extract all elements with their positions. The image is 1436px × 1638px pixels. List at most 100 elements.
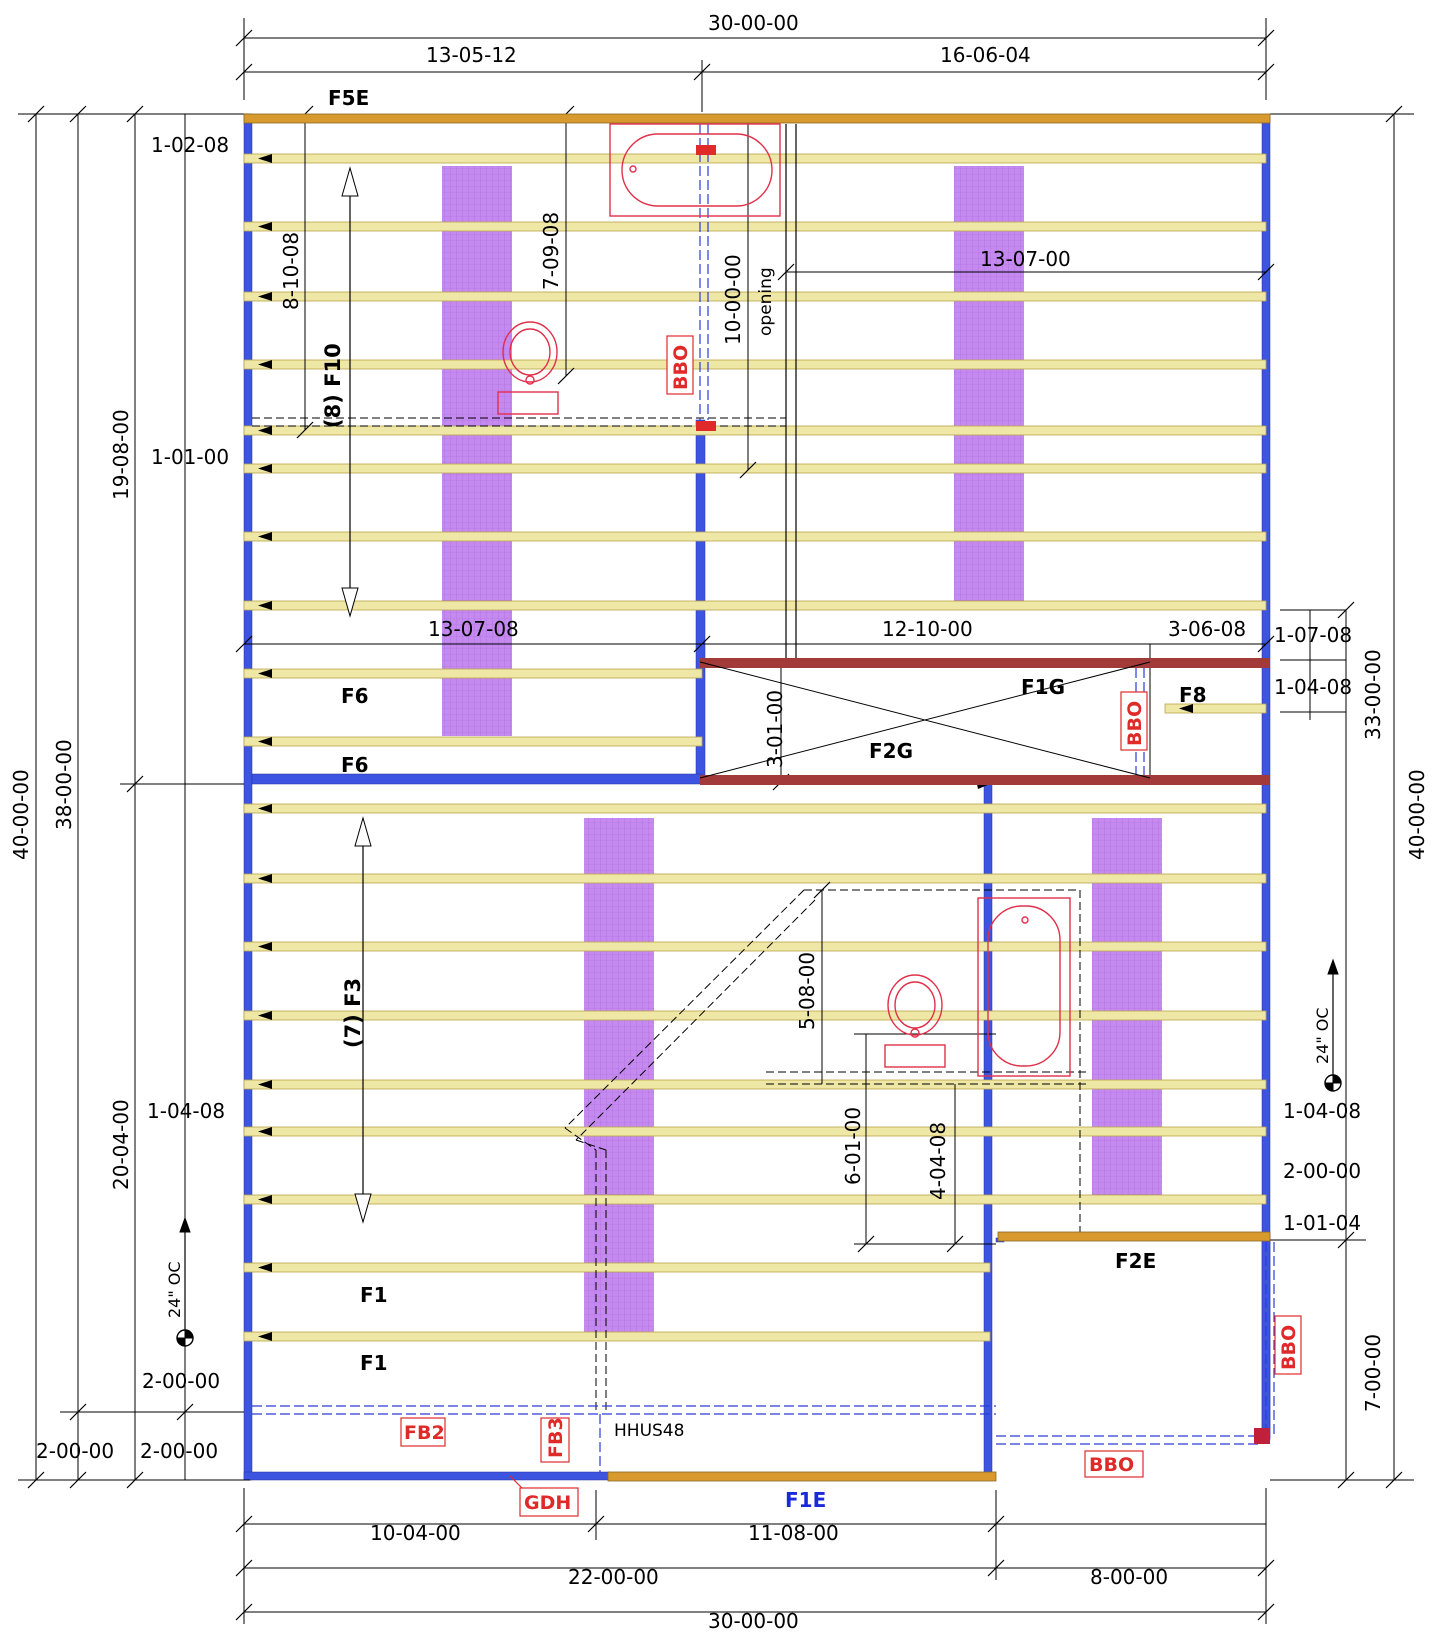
dim-right-spacing-1: 1-07-08 bbox=[1274, 623, 1352, 647]
note-fb2: FB2 bbox=[400, 1417, 446, 1447]
dim-right-spacing-5: 1-01-04 bbox=[1283, 1211, 1361, 1235]
dim-line bbox=[1257, 263, 1275, 281]
joist-arrow bbox=[258, 1195, 272, 1204]
label-hhus48: HHUS48 bbox=[614, 1421, 684, 1441]
joist bbox=[243, 803, 1267, 814]
dim-line bbox=[1257, 635, 1275, 653]
svg-text:GDH: GDH bbox=[524, 1492, 571, 1514]
dim-right-spacing-4: 2-00-00 bbox=[1283, 1159, 1361, 1183]
joist bbox=[243, 463, 1267, 474]
dim-inner-12-10-00: 12-10-00 bbox=[882, 617, 973, 641]
dim-line bbox=[564, 1127, 597, 1151]
joist-arrow bbox=[258, 360, 272, 369]
dim-bottom-overall: 30-00-00 bbox=[708, 1609, 799, 1633]
dim-opening-len: 10-00-00 bbox=[721, 254, 745, 345]
purple-zone bbox=[584, 818, 654, 1334]
dim-bottom-22: 22-00-00 bbox=[568, 1565, 659, 1589]
dim-top-overall: 30-00-00 bbox=[708, 11, 799, 35]
dimension-texts: 30-00-00 13-05-12 16-06-04 40-00-00 38-0… bbox=[9, 11, 1429, 1633]
label-f10: (8) F10 bbox=[321, 343, 345, 428]
dim-line bbox=[575, 1139, 607, 1151]
joist bbox=[243, 425, 1267, 436]
girder-f1g bbox=[700, 658, 1270, 668]
dim-right-lower: 7-00-00 bbox=[1361, 1334, 1385, 1412]
dim-line bbox=[739, 461, 757, 479]
svg-text:BBO: BBO bbox=[1089, 1454, 1134, 1476]
purple-zones bbox=[442, 166, 1162, 1334]
dim-inner-13-07-00: 13-07-00 bbox=[980, 247, 1071, 271]
joist-arrow bbox=[258, 426, 272, 435]
joist bbox=[243, 531, 1267, 542]
dim-left-bottom-b: 2-00-00 bbox=[140, 1439, 218, 1463]
dim-line bbox=[564, 889, 805, 1129]
dim-inner-5-08-00: 5-08-00 bbox=[795, 952, 819, 1030]
plumbing-marker bbox=[696, 421, 716, 431]
bathtub-lower bbox=[977, 897, 1071, 1077]
label-f1g: F1G bbox=[1021, 675, 1065, 699]
dim-left-spacing-3: 1-04-08 bbox=[147, 1099, 225, 1123]
dim-right-upper: 33-00-00 bbox=[1361, 649, 1385, 740]
rim-f5e bbox=[243, 113, 1271, 124]
note-gdh: GDH bbox=[509, 1475, 579, 1517]
span-arrow-f10-head bbox=[341, 166, 359, 197]
girder-f2g bbox=[700, 775, 1270, 785]
span-arrow-f3-tail bbox=[354, 1193, 372, 1224]
svg-text:BBO: BBO bbox=[1124, 701, 1146, 746]
joist bbox=[243, 941, 1267, 952]
label-f3: (7) F3 bbox=[341, 978, 365, 1048]
dim-right-spacing-2: 1-04-08 bbox=[1274, 675, 1352, 699]
bathtub-upper bbox=[609, 123, 781, 217]
svg-text:BBO: BBO bbox=[1278, 1325, 1300, 1370]
toilet-lower bbox=[884, 974, 946, 1068]
label-f2g: F2G bbox=[869, 739, 913, 763]
joist bbox=[243, 1331, 991, 1342]
wall-segment bbox=[243, 113, 253, 1481]
label-f1-b: F1 bbox=[360, 1351, 388, 1375]
label-f5e: F5E bbox=[328, 86, 369, 110]
joist bbox=[243, 736, 703, 747]
dim-span-toilet: 7-09-08 bbox=[539, 212, 563, 290]
joist bbox=[243, 291, 1267, 302]
joist bbox=[243, 1194, 1267, 1205]
joist bbox=[243, 1079, 1267, 1090]
joist-arrow bbox=[258, 804, 272, 813]
dim-span-f10: 8-10-08 bbox=[279, 232, 303, 310]
purple-zone bbox=[442, 166, 512, 736]
label-f1-a: F1 bbox=[360, 1283, 388, 1307]
label-f8: F8 bbox=[1179, 683, 1207, 707]
joist-arrow bbox=[258, 292, 272, 301]
oc-arrow-left bbox=[176, 1216, 194, 1347]
note-bbo-2: BBO bbox=[1120, 691, 1148, 751]
dim-right-spacing-3: 1-04-08 bbox=[1283, 1099, 1361, 1123]
note-bbo-4: BBO bbox=[1084, 1450, 1144, 1478]
joist-arrow bbox=[258, 1332, 272, 1341]
joist-arrow bbox=[258, 669, 272, 678]
dim-left-spacing-2: 1-01-00 bbox=[151, 445, 229, 469]
joist bbox=[1164, 703, 1267, 714]
dim-line bbox=[575, 899, 816, 1141]
label-oc-right: 24" OC bbox=[1313, 1007, 1332, 1064]
joist bbox=[243, 668, 703, 679]
wall-segment bbox=[695, 419, 706, 781]
dim-inner-13-07-08: 13-07-08 bbox=[428, 617, 519, 641]
dim-top-right: 16-06-04 bbox=[940, 43, 1031, 67]
dim-right-outer: 40-00-00 bbox=[1405, 769, 1429, 860]
dim-left-lower: 20-04-00 bbox=[109, 1099, 133, 1190]
joist-arrow bbox=[258, 1011, 272, 1020]
joist-arrow bbox=[258, 1263, 272, 1272]
dim-bottom-left: 10-04-00 bbox=[370, 1521, 461, 1545]
label-f6-b: F6 bbox=[341, 753, 369, 777]
dim-left-top-spacing: 1-02-08 bbox=[151, 133, 229, 157]
wall-segment bbox=[251, 773, 703, 785]
dim-inner-3-06-08: 3-06-08 bbox=[1168, 617, 1246, 641]
label-f6-a: F6 bbox=[341, 684, 369, 708]
svg-text:FB2: FB2 bbox=[404, 1422, 445, 1444]
joist bbox=[243, 1262, 991, 1273]
joist bbox=[243, 600, 1267, 611]
joist-arrow bbox=[258, 601, 272, 610]
dim-inner-6-01-00: 6-01-00 bbox=[841, 1107, 865, 1185]
rim-f1e bbox=[607, 1471, 997, 1482]
dim-bottom-8: 8-00-00 bbox=[1090, 1565, 1168, 1589]
label-oc-left: 24" OC bbox=[165, 1261, 184, 1318]
